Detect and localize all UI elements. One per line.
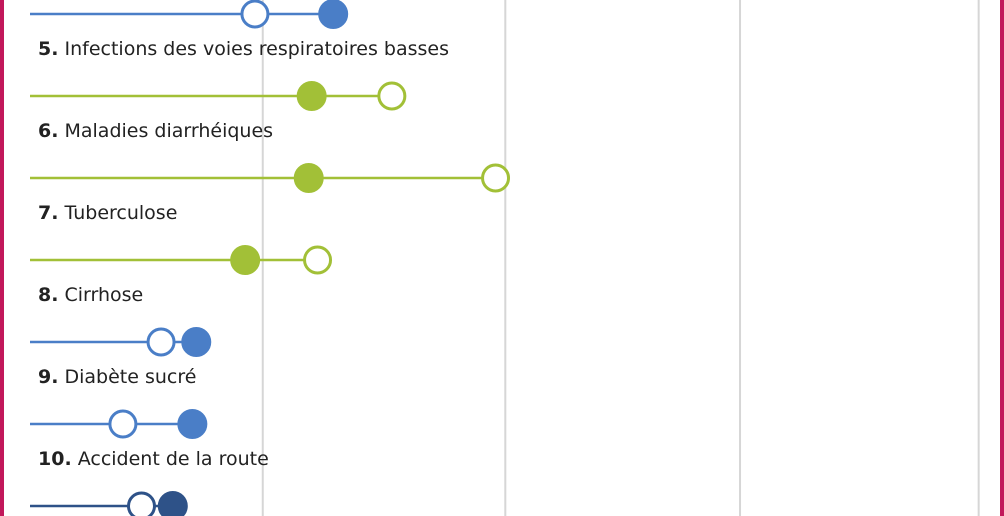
grid-layer — [261, 0, 980, 516]
open-marker — [481, 163, 511, 193]
open-marker — [240, 0, 270, 29]
open-marker — [303, 245, 333, 275]
row-label: 6. Maladies diarrhéiques — [38, 120, 273, 142]
row-name: Tuberculose — [58, 202, 177, 224]
filled-marker — [177, 409, 208, 439]
left-frame-accent — [0, 0, 4, 516]
row-rank: 5. — [38, 38, 58, 60]
open-marker — [146, 327, 176, 357]
rows-layer: 5. Infections des voies respiratoires ba… — [30, 0, 511, 516]
open-marker — [377, 81, 407, 111]
row-name: Accident de la route — [72, 448, 269, 470]
filled-marker — [157, 491, 188, 516]
row-label: 5. Infections des voies respiratoires ba… — [38, 38, 449, 60]
row-4: 7. Tuberculose — [30, 202, 333, 275]
row-rank: 8. — [38, 284, 58, 306]
row-rank: 10. — [38, 448, 72, 470]
row-label: 8. Cirrhose — [38, 284, 143, 306]
row-7: 10. Accident de la route — [30, 448, 269, 516]
row-rank: 9. — [38, 366, 58, 388]
row-name: Maladies diarrhéiques — [58, 120, 273, 142]
row-3: 6. Maladies diarrhéiques — [30, 120, 511, 193]
row-rank: 6. — [38, 120, 58, 142]
row-name: Cirrhose — [58, 284, 143, 306]
filled-marker — [181, 327, 212, 357]
right-frame-accent — [1000, 0, 1004, 516]
filled-marker — [230, 245, 261, 275]
row-rank: 7. — [38, 202, 58, 224]
filled-marker — [318, 0, 349, 29]
row-6: 9. Diabète sucré — [30, 366, 208, 439]
row-5: 8. Cirrhose — [30, 284, 212, 357]
row-name: Diabète sucré — [58, 366, 196, 388]
row-2: 5. Infections des voies respiratoires ba… — [30, 38, 449, 111]
filled-marker — [293, 163, 324, 193]
row-label: 9. Diabète sucré — [38, 366, 196, 388]
row-name: Infections des voies respiratoires basse… — [58, 38, 449, 60]
row-1 — [30, 0, 349, 29]
filled-marker — [296, 81, 327, 111]
row-label: 10. Accident de la route — [38, 448, 269, 470]
row-label: 7. Tuberculose — [38, 202, 177, 224]
open-marker — [108, 409, 138, 439]
open-marker — [126, 491, 156, 516]
